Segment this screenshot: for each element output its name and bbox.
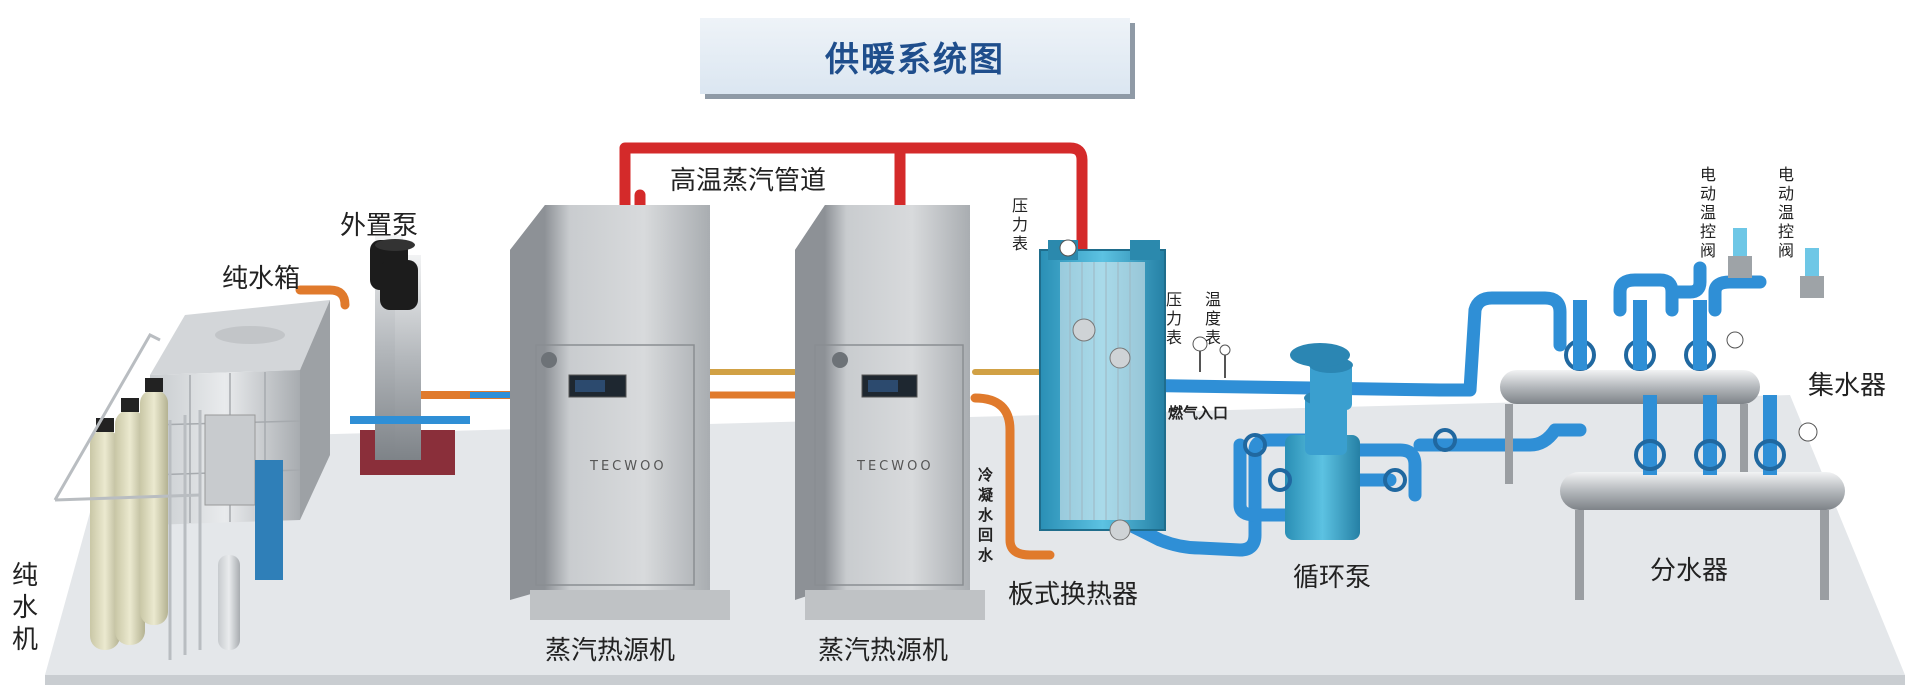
steam-heat-source-1-label: 蒸汽热源机: [545, 636, 676, 666]
steam-pipe: [619, 142, 1088, 366]
brand-logo-1: TECWOO: [589, 459, 667, 474]
pure-water-machine: [53, 333, 283, 660]
water-collector: [1500, 300, 1760, 484]
water-collector-label: 集水器: [1808, 371, 1887, 401]
pure-water-machine-label: 纯水机: [12, 561, 39, 655]
plate-heat-exchanger-label: 板式换热器: [1008, 580, 1139, 610]
condensate-return-label: 冷凝水回水: [978, 466, 994, 564]
gas-inlet-label: 燃气入口: [1168, 404, 1229, 422]
brand-logo-2: TECWOO: [856, 459, 934, 474]
electric-valve-2-label: 电动温控阀: [1778, 165, 1795, 260]
external-pump-label: 外置泵: [340, 211, 419, 241]
pressure-gauge-top-label: 压力表: [1012, 196, 1029, 253]
floor-edge: [45, 675, 1905, 685]
steam-heat-source-2: [795, 205, 985, 620]
electric-valves: [1728, 228, 1824, 298]
gauge-icon: [1059, 239, 1077, 257]
water-distributor: [1560, 395, 1845, 600]
temperature-gauge-label: 温度表: [1205, 290, 1222, 347]
water-distributor-label: 分水器: [1650, 556, 1729, 586]
electric-valve-1-label: 电动温控阀: [1700, 165, 1717, 260]
gauges: [1192, 336, 1231, 378]
circulation-pumps: [1243, 343, 1457, 540]
title-banner: 供暖系统图: [700, 18, 1130, 94]
external-pump: [350, 235, 515, 475]
pressure-gauge-mid-label: 压力表: [1166, 290, 1183, 347]
steam-heat-source-2-label: 蒸汽热源机: [818, 636, 949, 666]
circulation-pump-label: 循环泵: [1293, 563, 1372, 593]
plate-heat-exchanger: [1039, 239, 1166, 541]
steam-pipe-label: 高温蒸汽管道: [670, 166, 827, 196]
page-title: 供暖系统图: [825, 39, 1005, 80]
pure-water-tank-label: 纯水箱: [222, 264, 301, 294]
steam-heat-source-1: [510, 205, 730, 620]
